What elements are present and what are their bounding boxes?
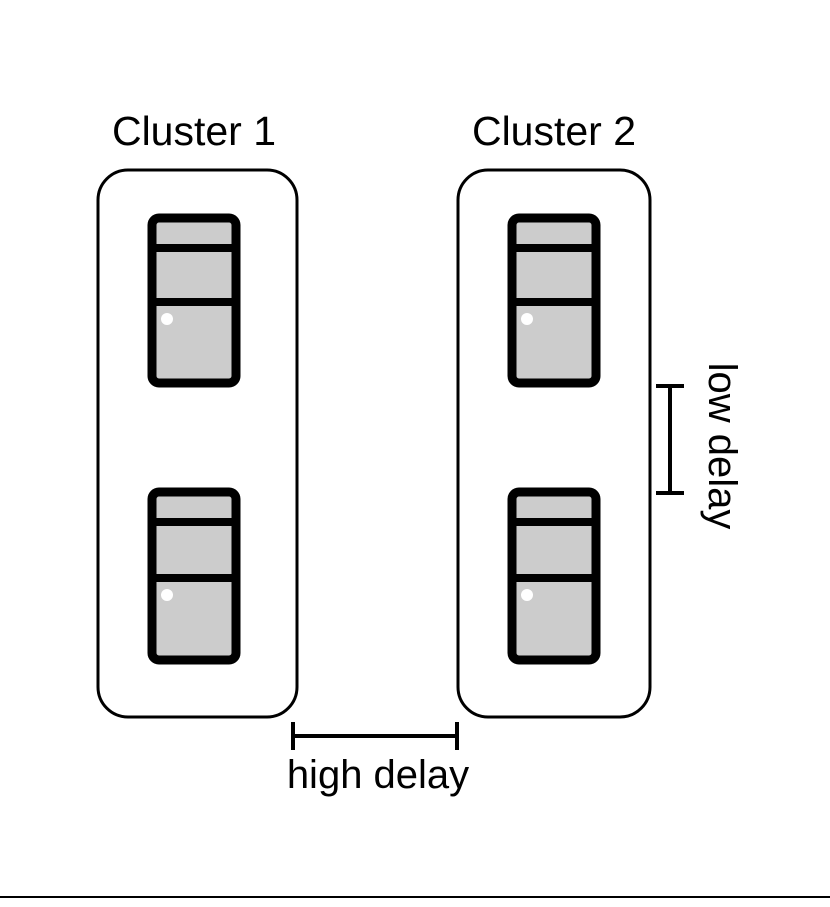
- low-delay-label: low delay: [700, 363, 744, 530]
- cluster-1-machine-2[interactable]: [147, 487, 241, 665]
- machine-power-led: [161, 313, 173, 325]
- machine-power-led: [161, 589, 173, 601]
- low-delay-annotation: low delay: [656, 363, 744, 530]
- machine-power-led: [521, 589, 533, 601]
- cluster-group-2: Cluster 2: [456, 108, 652, 719]
- cluster-1-machine-1[interactable]: [147, 213, 241, 388]
- cluster-2-machine-2[interactable]: [507, 487, 601, 665]
- machine-power-led: [521, 313, 533, 325]
- cluster-1-title: Cluster 1: [112, 108, 276, 154]
- cluster-2-boundary: [456, 168, 652, 719]
- cluster-2-title: Cluster 2: [472, 108, 636, 154]
- cluster-group-1: Cluster 1: [96, 108, 299, 719]
- high-delay-label: high delay: [287, 753, 469, 797]
- cluster-2-machine-1[interactable]: [507, 213, 601, 388]
- high-delay-annotation: high delay: [287, 722, 469, 797]
